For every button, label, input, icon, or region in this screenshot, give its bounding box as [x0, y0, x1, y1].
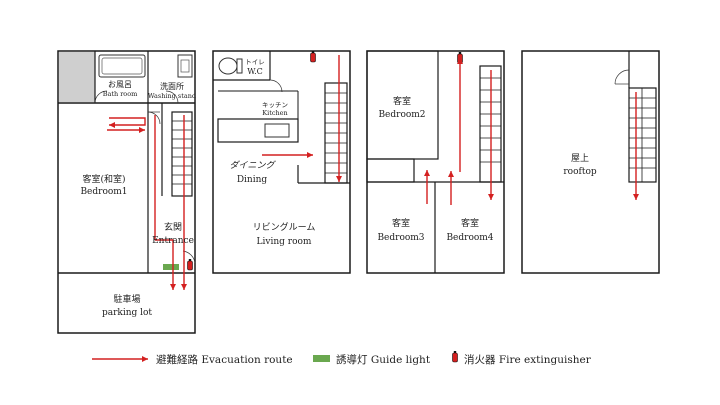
- bedroom4-label-jp: 客室: [461, 217, 479, 229]
- kitchen-counter: [218, 119, 298, 142]
- kitchen-label-en: Kitchen: [262, 109, 287, 117]
- toilet-label-jp: トイレ: [245, 58, 265, 66]
- bedroom3-label-jp: 客室: [392, 217, 410, 229]
- washing-label-en: Washing stand: [148, 92, 196, 100]
- washbasin: [178, 55, 192, 77]
- legend-evacuation-label: 避難経路 Evacuation route: [156, 353, 293, 366]
- legend-guide-light-label: 誘導灯 Guide light: [336, 353, 431, 366]
- rooftop-label-en: rooftop: [563, 167, 597, 177]
- bedroom3-label-en: Bedroom3: [377, 233, 424, 243]
- rooftop-floor: 屋上 rooftop: [522, 51, 659, 273]
- guide-light-entrance: [163, 264, 179, 270]
- legend-extinguisher-label: 消火器 Fire extinguisher: [464, 353, 592, 366]
- bedroom4-label-en: Bedroom4: [446, 233, 493, 243]
- legend-guide-light-symbol: [313, 355, 330, 362]
- bedroom1-label-en: Bedroom1: [80, 187, 127, 197]
- toilet: [219, 58, 237, 74]
- bath-label-en: Bath room: [103, 90, 138, 98]
- bedroom2-label-jp: 客室: [393, 95, 411, 107]
- utility-block: [59, 52, 95, 102]
- entrance-label-jp: 玄関: [164, 221, 182, 233]
- legend-extinguisher-icon: [453, 351, 458, 362]
- entrance-label-en: Entrance: [152, 236, 194, 246]
- living-label-en: Living room: [257, 237, 312, 247]
- legend: 避難経路 Evacuation route 誘導灯 Guide light 消火…: [92, 351, 592, 366]
- kitchen-sink: [265, 124, 289, 137]
- parking-label-en: parking lot: [102, 308, 152, 318]
- extinguisher-floor-1: [188, 259, 193, 270]
- extinguisher-floor-2: [311, 51, 316, 62]
- toilet-label-en: W.C: [247, 67, 263, 76]
- bedroom1-label-jp: 客室(和室): [82, 173, 125, 185]
- dining-label-jp: ダイニング: [229, 160, 276, 171]
- bath-label-jp: お風呂: [108, 80, 132, 89]
- living-label-jp: リビングルーム: [253, 221, 316, 233]
- kitchen-label-jp: キッチン: [262, 101, 288, 109]
- floor-3: 客室 Bedroom2 客室 Bedroom3 客室 Bedroom4: [367, 51, 504, 273]
- bedroom2-label-en: Bedroom2: [378, 110, 425, 120]
- evacuation-routes-floor-3: [427, 58, 491, 205]
- stairs-floor-1: [172, 112, 192, 196]
- parking-label-jp: 駐車場: [113, 293, 140, 305]
- rooftop-outline: [522, 51, 659, 273]
- floor-1: お風呂 Bath room 洗面所 Washing stand 客室(和室) B…: [58, 51, 196, 333]
- washing-label-jp: 洗面所: [160, 81, 184, 91]
- rooftop-label-jp: 屋上: [571, 153, 589, 164]
- floor-2: トイレ W.C キッチン Kitchen ダイニング Dining リビングルー…: [213, 51, 350, 273]
- dining-label-en: Dining: [237, 175, 268, 185]
